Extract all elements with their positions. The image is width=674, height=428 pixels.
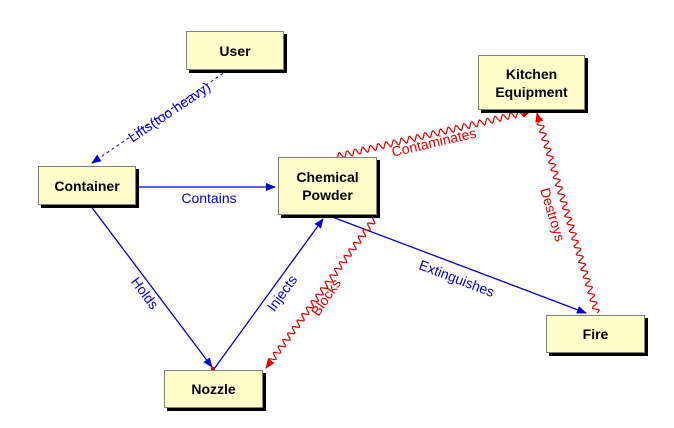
label-blocks: Blocks [308,276,344,319]
node-container[interactable]: Container [38,166,136,205]
node-user[interactable]: User [186,31,284,70]
edge-nozzle-chemical [213,218,324,370]
edge-chemical-kitchen [333,110,532,161]
label-contaminates: Contaminates [390,125,478,160]
edge-fire-kitchen [535,112,601,314]
anchor-dot [325,214,329,218]
node-kitchen-equipment[interactable]: Kitchen Equipment [478,55,585,110]
edge-chemical-nozzle [265,215,377,369]
node-chemical-powder[interactable]: Chemical Powder [278,157,377,215]
label-contains: Contains [181,190,236,206]
node-fire[interactable]: Fire [546,315,645,353]
node-nozzle[interactable]: Nozzle [164,370,263,408]
edge-container-nozzle [89,204,213,368]
label-lifts: Lifts(too heavy) [125,78,213,145]
edge-chemical-fire [326,214,587,314]
anchor-dot [211,367,215,371]
label-extinguishes: Extinguishes [417,257,497,300]
